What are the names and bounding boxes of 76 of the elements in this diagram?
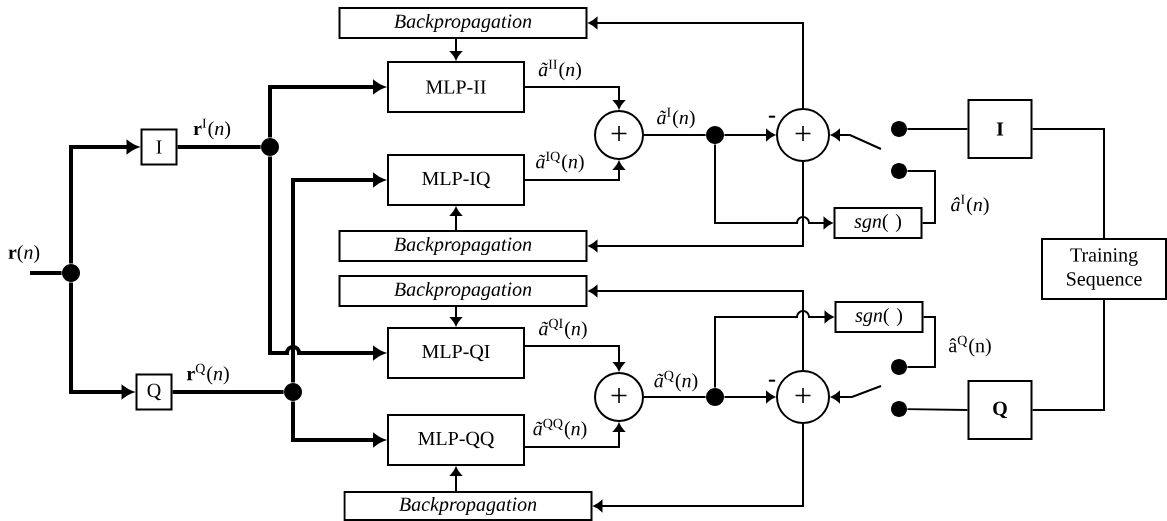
arrow	[714, 143, 833, 229]
arrow	[291, 401, 385, 447]
process-box: I	[140, 128, 178, 166]
process-box: MLP-QQ	[387, 414, 525, 466]
process-box: MLP-II	[387, 61, 525, 113]
switch-contact	[891, 121, 907, 137]
connector-line	[30, 271, 62, 275]
junction-dot	[284, 383, 302, 401]
edge-label: ã$^{IQ}$(n)	[533, 149, 587, 175]
arrow	[723, 129, 775, 141]
edge-label: ã$^{QQ}$(n)	[530, 416, 590, 442]
connector-line	[906, 128, 969, 130]
connector-line	[1031, 128, 1105, 239]
switch-contact	[891, 359, 907, 375]
junction-dot	[706, 126, 724, 144]
switch-arm	[831, 129, 882, 150]
process-box: Backpropagation	[338, 7, 588, 39]
switch-contact	[891, 163, 907, 179]
arrow	[69, 140, 138, 264]
minus-sign: -	[768, 379, 776, 382]
connector-line	[172, 390, 284, 394]
process-box: MLP-IQ	[387, 154, 525, 206]
arrow	[450, 38, 462, 60]
process-box: Backpropagation	[338, 230, 588, 262]
switch-contact	[891, 401, 907, 417]
arrow	[268, 80, 385, 138]
connector-line	[177, 145, 261, 149]
arrow	[588, 161, 804, 252]
arrow	[524, 86, 625, 109]
process-box: Training Sequence	[1041, 238, 1167, 300]
connector-line	[906, 316, 936, 368]
arrow	[593, 423, 804, 512]
edge-label: â$^{Q}$(n)	[946, 333, 994, 359]
process-box: Backpropagation	[338, 275, 588, 307]
arrow	[524, 161, 625, 181]
summing-junction: +	[594, 372, 644, 422]
edge-label: r(n)	[5, 242, 43, 266]
connector-line	[643, 134, 707, 136]
arrow	[69, 282, 133, 399]
arrow	[450, 467, 462, 492]
summing-junction: +	[776, 370, 830, 424]
process-box: Q	[967, 380, 1033, 440]
arrow	[714, 310, 834, 389]
arrow	[450, 207, 462, 231]
process-box: MLP-QI	[387, 327, 525, 379]
connector-line	[1031, 299, 1105, 411]
arrow	[588, 285, 804, 371]
process-box: sgn( )	[833, 207, 923, 239]
edge-label: r$^{Q}$(n)	[184, 361, 232, 387]
connector-line	[643, 396, 707, 398]
arrow	[524, 345, 625, 371]
arrow	[524, 423, 625, 448]
edge-label: â$^{I}$(n)	[948, 192, 992, 218]
edge-label: ã$^{Q}$(n)	[651, 368, 701, 394]
switch-arm	[831, 385, 882, 403]
arrow	[291, 173, 385, 383]
junction-dot	[62, 264, 80, 282]
arrow	[268, 156, 385, 360]
process-box: Q	[135, 373, 173, 411]
arrow	[450, 306, 462, 326]
arrow	[588, 17, 804, 109]
arrow	[723, 391, 775, 403]
edge-label: ã$^{II}$(n)	[536, 57, 584, 83]
process-box: Backpropagation	[343, 491, 593, 521]
edge-label: r$^{I}$(n)	[191, 116, 233, 142]
junction-dot	[706, 388, 724, 406]
edge-label: ã$^{QI}$(n)	[536, 316, 590, 342]
junction-dot	[261, 138, 279, 156]
connector-line	[906, 408, 969, 411]
edge-label: ã$^{I}$(n)	[654, 105, 698, 131]
summing-junction: +	[594, 110, 644, 160]
connector-line	[906, 170, 936, 224]
summing-junction: +	[776, 108, 830, 162]
process-box: sgn( )	[834, 301, 924, 333]
process-box: I	[967, 99, 1033, 159]
minus-sign: -	[768, 115, 776, 118]
